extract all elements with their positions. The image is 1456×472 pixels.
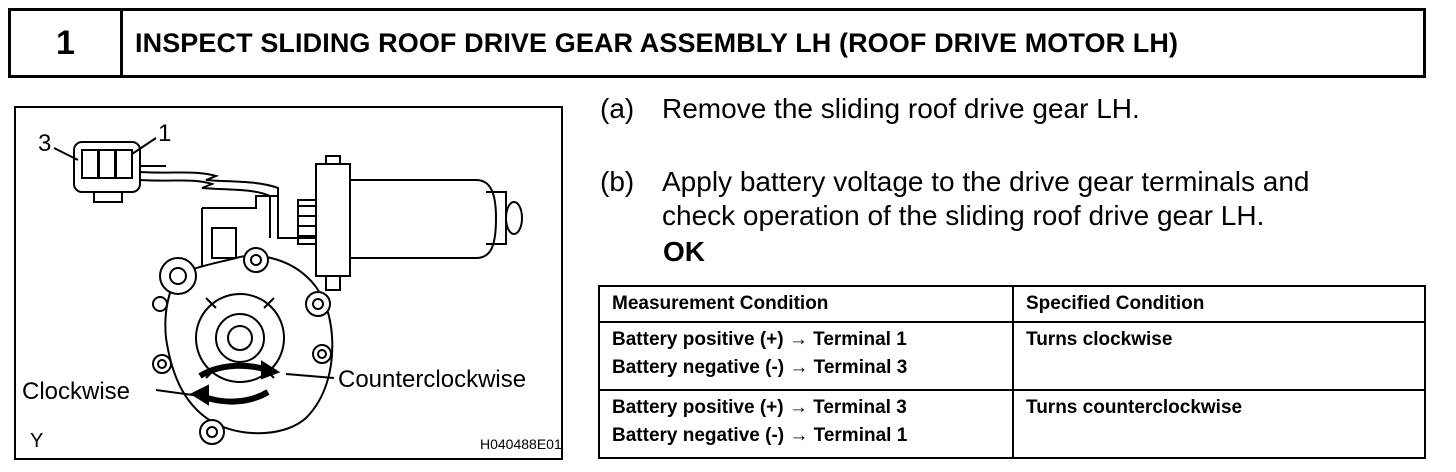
condition-line: Battery negative (-) → Terminal 3 (612, 357, 908, 378)
spec-table: Measurement Condition Specified Conditio… (598, 285, 1426, 459)
measurement-condition-cell: Battery positive (+) → Terminal 3 Batter… (598, 389, 1014, 459)
header-measurement-condition: Measurement Condition (598, 285, 1014, 323)
motor-drawing (53, 137, 523, 445)
counterclockwise-label: Counterclockwise (338, 366, 527, 393)
condition-line: Battery positive (+) → Terminal 3 (612, 397, 907, 418)
table-header-row: Measurement Condition Specified Conditio… (598, 285, 1426, 323)
condition-line: Battery positive (+) → Terminal 1 (612, 329, 907, 350)
step-b-line2: check operation of the sliding roof driv… (662, 200, 1265, 231)
step-title: INSPECT SLIDING ROOF DRIVE GEAR ASSEMBLY… (135, 27, 1179, 58)
step-a: (a) Remove the sliding roof drive gear L… (600, 92, 1400, 126)
specified-condition-cell: Turns counterclockwise (1012, 389, 1426, 459)
step-b-line1: Apply battery voltage to the drive gear … (662, 166, 1310, 197)
step-b-result: OK (663, 236, 705, 267)
step-a-mark: (a) (600, 93, 635, 124)
step-b: (b) Apply battery voltage to the drive g… (600, 165, 1420, 235)
motor-end-cap (315, 163, 351, 277)
step-a-text: Remove the sliding roof drive gear LH. (662, 93, 1140, 124)
motor-illustration: 3 1 Clockwise Counterclockwise Y H040488… (14, 106, 563, 460)
specified-condition-cell: Turns clockwise (1012, 321, 1426, 391)
table-row: Battery positive (+) → Terminal 3 Batter… (598, 389, 1426, 459)
clockwise-label: Clockwise (22, 378, 131, 405)
connector-pin-1 (115, 149, 133, 179)
step-number: 1 (11, 11, 123, 75)
measurement-condition-cell: Battery positive (+) → Terminal 1 Batter… (598, 321, 1014, 391)
corner-mark: Y (30, 430, 44, 452)
terminal-3-label: 3 (38, 130, 52, 157)
terminal-1-label: 1 (158, 120, 172, 147)
step-b-mark: (b) (600, 166, 635, 197)
header-specified-condition: Specified Condition (1012, 285, 1426, 323)
condition-line: Battery negative (-) → Terminal 1 (612, 425, 908, 446)
figure-code: H040488E01 (480, 436, 562, 452)
step-header: 1 INSPECT SLIDING ROOF DRIVE GEAR ASSEMB… (8, 8, 1426, 78)
table-row: Battery positive (+) → Terminal 1 Batter… (598, 321, 1426, 391)
